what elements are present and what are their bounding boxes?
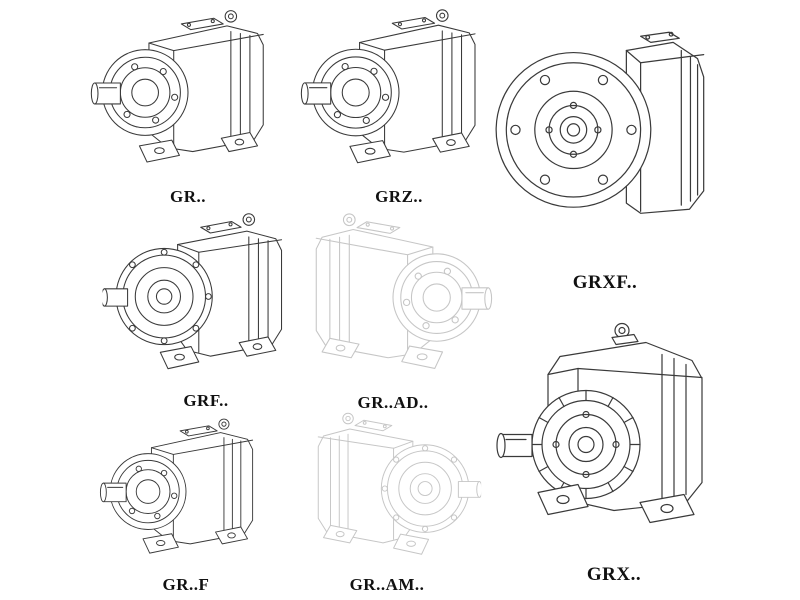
figure-gr-am: GR..AM..	[284, 408, 490, 600]
figure-gr-ad-label: GR..AD..	[357, 393, 429, 412]
gearbox-drawing-gr-f	[96, 414, 276, 570]
figure-gr-f: GR..F	[86, 414, 286, 598]
figure-grz: GRZ..	[296, 4, 502, 210]
figure-gr-label: GR..	[170, 187, 206, 206]
figure-grf: GRF..	[98, 208, 314, 414]
gearbox-drawing-gr-am	[289, 408, 485, 570]
gearbox-drawing-grxf	[488, 6, 722, 268]
figure-grf-label: GRF..	[183, 391, 229, 410]
figure-gr-f-label: GR..F	[162, 575, 210, 594]
gearbox-drawing-grx	[494, 298, 734, 560]
figure-gr: GR..	[86, 4, 290, 210]
figure-gr-ad: GR..AD..	[288, 208, 498, 416]
gearbox-drawing-gr-ad	[291, 208, 495, 388]
figure-grxf: GRXF..	[486, 6, 724, 300]
figure-gr-am-label: GR..AM..	[349, 575, 425, 594]
figure-grxf-label: GRXF..	[572, 272, 638, 293]
figure-grz-label: GRZ..	[375, 187, 423, 206]
gearbox-drawing-gr	[88, 4, 288, 182]
gearbox-drawing-grf	[102, 208, 310, 386]
figure-grx: GRX..	[492, 298, 736, 592]
figure-grx-label: GRX..	[586, 564, 642, 585]
gearbox-drawing-grz	[298, 4, 500, 182]
